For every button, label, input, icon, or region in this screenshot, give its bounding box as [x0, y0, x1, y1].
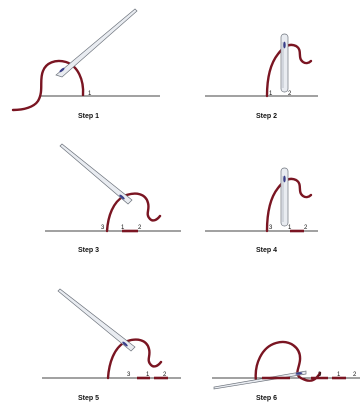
hole-number: 3 [318, 372, 322, 378]
step-label: Step 4 [256, 247, 277, 254]
step-1-panel: 1 Step 1 [11, 8, 160, 120]
step-label: Step 3 [78, 247, 99, 254]
hole-number: 2 [138, 225, 142, 231]
needle-icon [280, 167, 289, 227]
step-label: Step 1 [78, 113, 99, 120]
hole-number: 1 [288, 225, 292, 231]
hole-number: 2 [304, 225, 308, 231]
needle-icon [59, 143, 133, 205]
thread [254, 340, 322, 383]
thread [11, 59, 85, 112]
hole-number: 3 [269, 225, 273, 231]
step-6-panel: 3 1 2 Step 6 [212, 340, 360, 402]
hole-number: 1 [269, 91, 273, 97]
hole-number: 1 [88, 91, 92, 97]
hole-number: 3 [127, 372, 131, 378]
thread [106, 338, 163, 380]
step-label: Step 2 [256, 113, 277, 120]
thread [105, 192, 162, 233]
step-5-panel: 3 1 2 Step 5 [42, 288, 181, 402]
needle-icon [57, 288, 136, 352]
thread [265, 43, 313, 98]
step-label: Step 6 [256, 395, 277, 402]
hole-number: 1 [121, 225, 125, 231]
step-4-panel: 3 1 2 Step 4 [205, 167, 318, 254]
thread [265, 177, 313, 233]
needle-icon [55, 8, 138, 78]
hole-number: 3 [101, 225, 105, 231]
needle-icon [213, 370, 307, 390]
step-label: Step 5 [78, 395, 99, 402]
hole-number: 1 [146, 372, 150, 378]
needle-icon [280, 33, 289, 93]
hole-number: 1 [337, 372, 341, 378]
hole-number: 2 [288, 91, 292, 97]
hole-number: 2 [353, 372, 357, 378]
step-3-panel: 3 1 2 Step 3 [45, 143, 181, 254]
step-2-panel: 1 2 Step 2 [205, 33, 318, 120]
hole-number: 2 [163, 372, 167, 378]
